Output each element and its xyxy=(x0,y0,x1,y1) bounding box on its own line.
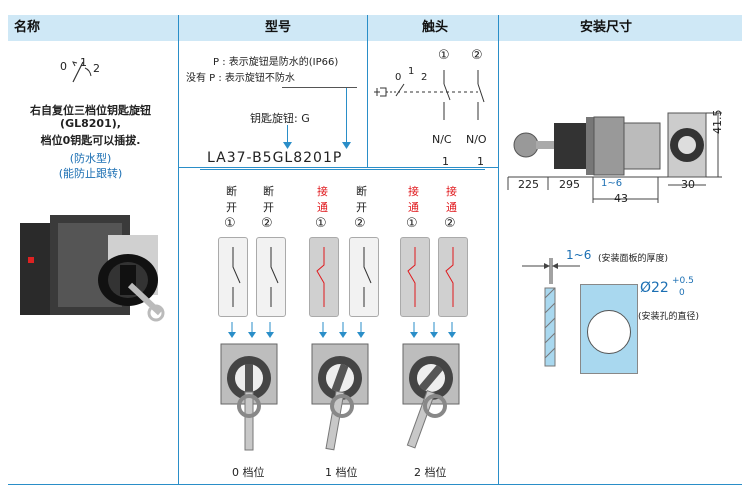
arrow-down-icon xyxy=(342,142,351,149)
dim-43: 43 xyxy=(614,192,628,205)
part-underline xyxy=(200,169,485,170)
knob-photo-pos0 xyxy=(220,343,278,451)
pos1-circle-2: ② xyxy=(354,216,366,231)
pos0-c1-state-top: 断 xyxy=(226,185,237,198)
key-knob-note: 钥匙旋钮: G xyxy=(250,112,310,125)
hole-diameter: Ø22 xyxy=(640,280,669,296)
no-qty: 1 xyxy=(477,155,484,168)
model-pointer-vert xyxy=(346,88,347,146)
pos1-switch-symbols xyxy=(316,247,372,307)
contact-dial-0: 0 xyxy=(395,72,402,83)
pos2-circle-2: ② xyxy=(444,216,456,231)
pos1-c1-state-top: 接 xyxy=(317,185,328,198)
dial-label-2: 2 xyxy=(93,62,100,75)
product-desc-2: (GL8201), xyxy=(60,117,121,130)
table-header: 名称 型号 触头 安装尺寸 xyxy=(8,15,742,41)
contact-circle-2: ② xyxy=(471,48,483,63)
pos2-label: 2 档位 xyxy=(414,466,447,479)
pos0-circle-1: ① xyxy=(224,216,236,231)
pos1-label: 1 档位 xyxy=(325,466,358,479)
header-mount: 安装尺寸 xyxy=(580,20,633,35)
panel-thickness-arrows xyxy=(522,258,580,284)
product-desc-1: 右自复位三档位钥匙旋钮 xyxy=(30,104,151,117)
no-p-note: 没有 P : 表示旋钮不防水 xyxy=(186,73,295,84)
pos2-c2-state-top: 接 xyxy=(446,185,457,198)
no-label: N/O xyxy=(466,133,487,146)
header-model: 型号 xyxy=(265,20,292,35)
pos0-circle-2: ② xyxy=(261,216,273,231)
col-divider-3 xyxy=(498,15,499,485)
dim-30: 30 xyxy=(681,178,695,191)
pos0-c1-state-bot: 开 xyxy=(226,201,237,214)
dim-415: 41.5 xyxy=(711,109,724,135)
pos1-c1-state-bot: 通 xyxy=(317,201,328,214)
pos1-c2-state-top: 断 xyxy=(356,185,367,198)
mount-side-view xyxy=(507,112,722,203)
pos2-c2-state-bot: 通 xyxy=(446,201,457,214)
knob-photo-pos1 xyxy=(311,343,369,451)
bottom-border xyxy=(8,484,742,485)
col-divider-1 xyxy=(178,15,179,485)
dim-295: 295 xyxy=(559,178,580,191)
part-number: LA37-B5GL8201P xyxy=(207,150,343,166)
product-photo xyxy=(20,215,165,322)
contact-circle-1: ① xyxy=(438,48,450,63)
pos0-c2-state-top: 断 xyxy=(263,185,274,198)
col-divider-2 xyxy=(367,15,368,167)
tol-zero: 0 xyxy=(679,288,685,298)
dim-1-6: 1~6 xyxy=(601,178,623,189)
nc-qty: 1 xyxy=(442,155,449,168)
contact-dial-1: 1 xyxy=(408,66,415,77)
pos2-switch-symbols xyxy=(407,247,454,307)
tol-plus: +0.5 xyxy=(672,276,694,286)
position-arrows xyxy=(228,322,456,338)
panel-thickness: 1~6 xyxy=(566,248,592,262)
row-divider xyxy=(178,167,498,168)
pos1-circle-1: ① xyxy=(315,216,327,231)
p-note: P : 表示旋钮是防水的(IP66) xyxy=(213,57,339,68)
dial-label-0: 0 xyxy=(60,60,67,73)
knob-photo-pos2 xyxy=(402,343,460,449)
pos2-circle-1: ① xyxy=(406,216,418,231)
key-pointer-vert xyxy=(287,125,288,145)
contact-schematic xyxy=(374,70,485,120)
header-contacts: 触头 xyxy=(422,20,449,35)
header-name: 名称 xyxy=(14,20,41,35)
dial-label-1: 1 xyxy=(80,56,87,69)
pos1-c2-state-bot: 开 xyxy=(356,201,367,214)
hole-note: (安装孔的直径) xyxy=(638,312,700,322)
dial-diagram xyxy=(72,61,92,83)
model-pointer-line xyxy=(282,87,357,88)
pos0-label: 0 档位 xyxy=(232,466,265,479)
contact-dial-2: 2 xyxy=(421,72,428,83)
panel-section xyxy=(544,287,556,367)
pos2-c1-state-top: 接 xyxy=(408,185,419,198)
pos0-switch-symbols xyxy=(232,247,279,307)
anti-follow-note: (能防止跟转) xyxy=(58,167,123,180)
waterproof-note: (防水型) xyxy=(69,152,112,165)
nc-label: N/C xyxy=(432,133,452,146)
product-desc-3: 档位0钥匙可以插拔. xyxy=(40,134,141,147)
arrow-down-icon xyxy=(283,142,292,149)
mount-hole xyxy=(587,310,631,354)
dim-225: 225 xyxy=(518,178,539,191)
pos0-c2-state-bot: 开 xyxy=(263,201,274,214)
panel-thickness-note: (安装面板的厚度) xyxy=(598,254,669,264)
pos2-c1-state-bot: 通 xyxy=(408,201,419,214)
